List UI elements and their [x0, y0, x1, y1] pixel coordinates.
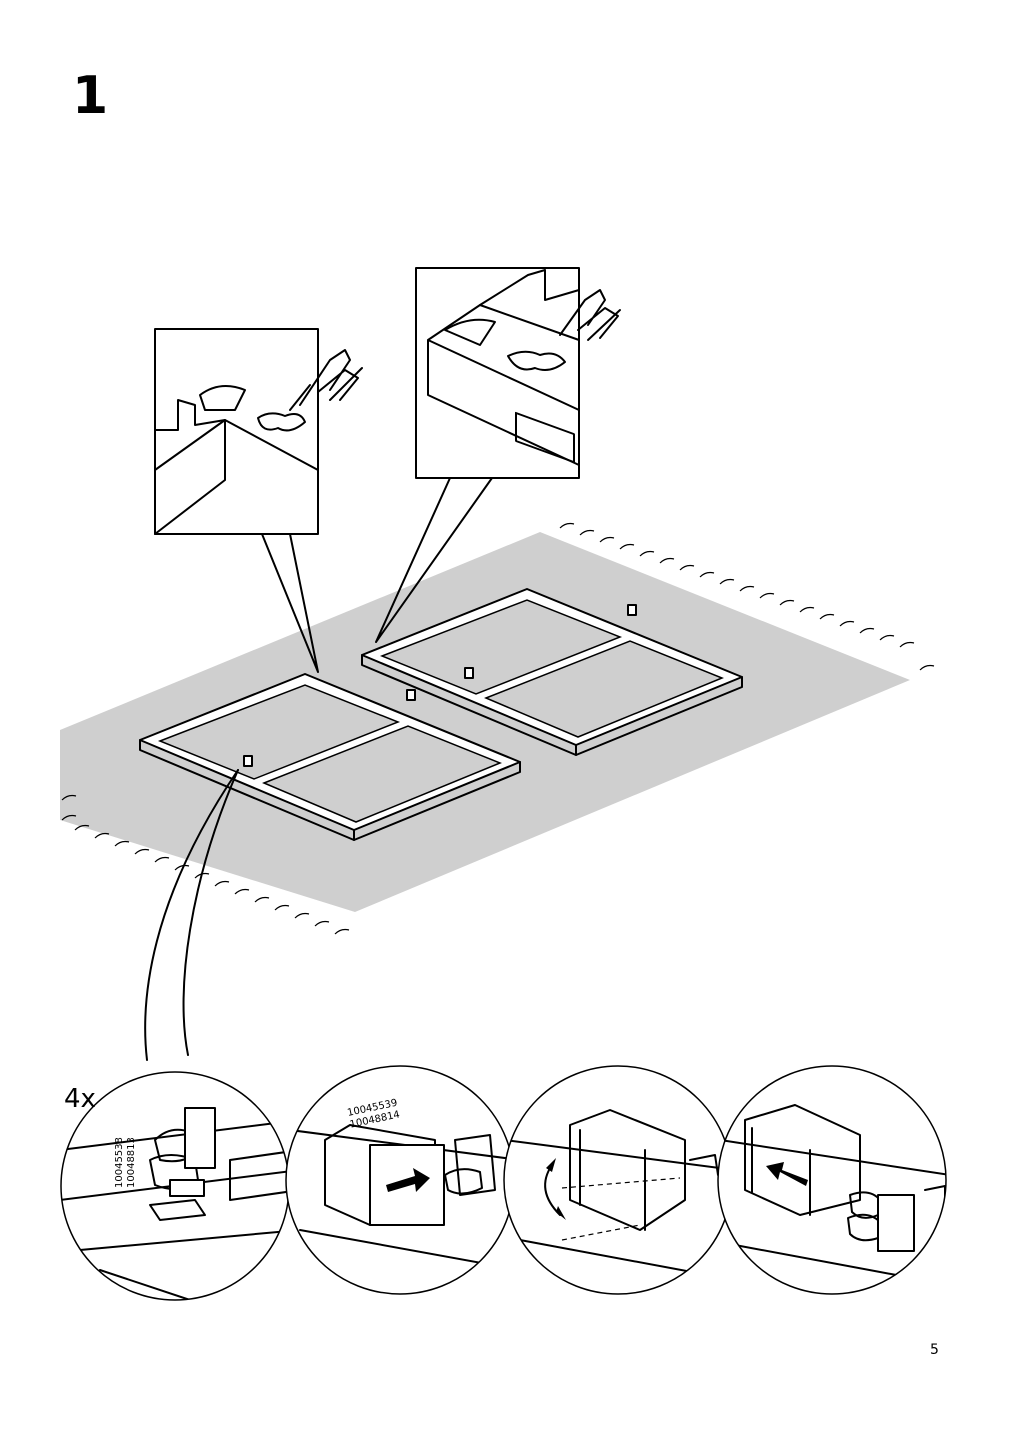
- quantity-label: 4x: [64, 1084, 96, 1114]
- pointing-hand-press-icon: [559, 289, 621, 341]
- callout-circle-2: [285, 1065, 515, 1295]
- detail-box-left: [154, 328, 363, 535]
- callout-circle-3: [503, 1065, 733, 1295]
- direction-arrow-icon: [766, 1162, 808, 1186]
- pointing-hand-press-icon: [289, 349, 363, 411]
- part-number: 10048813: [126, 1137, 137, 1188]
- frame-front: [139, 673, 521, 841]
- frame-back: [361, 588, 743, 756]
- leader-lines: [144, 477, 493, 1061]
- rug: [60, 522, 935, 935]
- callout-circle-1: [60, 1071, 290, 1301]
- callout-circle-4: [717, 1065, 947, 1295]
- part-number: 10045538: [114, 1137, 125, 1188]
- page-number: 5: [930, 1342, 939, 1358]
- direction-arrow-icon: [386, 1168, 430, 1192]
- detail-box-right: [415, 267, 621, 479]
- step-number: 1: [72, 66, 109, 126]
- connector-markers: [243, 604, 637, 767]
- rug-fringe-top: [559, 522, 935, 671]
